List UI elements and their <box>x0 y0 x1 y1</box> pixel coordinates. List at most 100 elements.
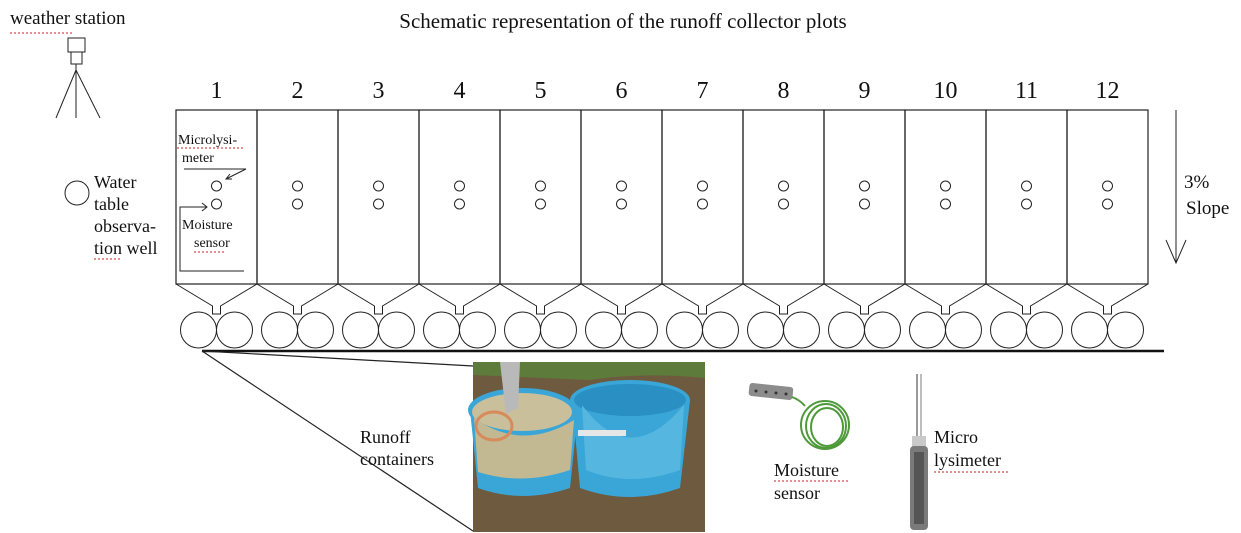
plot-12: 12 <box>1066 78 1149 349</box>
plot-number: 8 <box>778 78 790 104</box>
water-table-label-line-4: tion well <box>94 238 158 258</box>
microlysimeter-marker <box>859 180 870 192</box>
moisture-sensor-photo-label-line-1: Moisture <box>774 460 839 480</box>
plot-3: 3 <box>337 78 420 349</box>
collection-funnel <box>499 283 582 315</box>
runoff-container-2 <box>540 311 577 349</box>
diagram-title: Schematic representation of the runoff c… <box>399 9 846 33</box>
collection-funnel <box>823 283 906 315</box>
plot-10: 10 <box>904 78 987 349</box>
weather-station-label: weather station <box>10 8 126 29</box>
collection-funnel <box>904 283 987 315</box>
plot-9: 9 <box>823 78 906 349</box>
microlysimeter-marker <box>535 180 546 192</box>
plot-boundary <box>418 109 501 285</box>
plot-2: 2 <box>256 78 339 349</box>
microlysimeter-marker <box>616 180 627 192</box>
microlysimeter-marker <box>697 180 708 192</box>
collection-funnel <box>337 283 420 315</box>
plot-7: 7 <box>661 78 744 349</box>
runoff-container-1 <box>423 311 460 349</box>
plot-number: 6 <box>616 78 628 104</box>
plot-boundary <box>985 109 1068 285</box>
plot-boundary <box>1066 109 1149 285</box>
moisture-sensor-marker <box>616 198 627 210</box>
plot-number: 2 <box>292 78 304 104</box>
runoff-containers-label-line-2: containers <box>360 449 434 469</box>
collection-funnel <box>175 283 258 315</box>
runoff-container-1 <box>180 311 217 349</box>
runoff-container-2 <box>1107 311 1144 349</box>
moisture-sensor-marker <box>859 198 870 210</box>
weather-station: weather station <box>10 8 126 119</box>
microlysimeter-marker <box>1102 180 1113 192</box>
plot-boundary <box>337 109 420 285</box>
runoff-container-2 <box>702 311 739 349</box>
runoff-container-1 <box>342 311 379 349</box>
plot-boundary <box>661 109 744 285</box>
collection-funnel <box>742 283 825 315</box>
microlysimeter-marker <box>940 180 951 192</box>
microlysimeter-label-line-1: Microlysi- <box>178 133 237 148</box>
runoff-container-1 <box>747 311 784 349</box>
plot-number: 9 <box>859 78 871 104</box>
moisture-sensor-marker <box>454 198 465 210</box>
microlysimeter-marker <box>778 180 789 192</box>
moisture-sensor-marker <box>1021 198 1032 210</box>
collection-funnel <box>661 283 744 315</box>
plot-number: 4 <box>454 78 466 104</box>
moisture-sensor-marker <box>373 198 384 210</box>
plot-number: 5 <box>535 78 547 104</box>
runoff-container-1 <box>666 311 703 349</box>
zoom-line-lower <box>201 350 474 532</box>
weather-station-icon <box>55 37 101 119</box>
plot-8: 8 <box>742 78 825 349</box>
runoff-container-2 <box>864 311 901 349</box>
microlysimeter-marker <box>1021 180 1032 192</box>
runoff-container-1 <box>1071 311 1108 349</box>
plot-1: 1 <box>175 78 258 349</box>
plot-boundary <box>256 109 339 285</box>
plot-11: 11 <box>985 78 1068 349</box>
plot-number: 12 <box>1096 78 1120 104</box>
plot-boundary <box>742 109 825 285</box>
plot-boundary <box>823 109 906 285</box>
moisture-sensor-marker <box>292 198 303 210</box>
plot-1-annotations: Microlysi- meter Moisture sensor <box>177 133 247 272</box>
moisture-sensor-label-line-2: sensor <box>194 236 230 251</box>
collection-funnel <box>1066 283 1149 315</box>
moisture-sensor-marker <box>778 198 789 210</box>
plot-number: 1 <box>211 78 223 104</box>
water-table-observation-well: Water table observa- tion well <box>64 172 158 260</box>
moisture-sensor-marker <box>1102 198 1113 210</box>
runoff-container-1 <box>585 311 622 349</box>
runoff-container-2 <box>459 311 496 349</box>
moisture-sensor-label-line-1: Moisture <box>182 218 233 233</box>
plot-4: 4 <box>418 78 501 349</box>
runoff-container-1 <box>504 311 541 349</box>
micro-lysimeter-label-line-1: Micro <box>934 427 978 447</box>
water-table-label-line-2: table <box>94 194 129 214</box>
zoom-line-upper <box>201 350 474 367</box>
plot-number: 3 <box>373 78 385 104</box>
microlysimeter-marker <box>211 180 222 192</box>
plot-number: 10 <box>934 78 958 104</box>
collection-funnel <box>985 283 1068 315</box>
runoff-container-2 <box>1026 311 1063 349</box>
runoff-container-1 <box>828 311 865 349</box>
collection-funnel <box>418 283 501 315</box>
microlysimeter-marker <box>292 180 303 192</box>
moisture-sensor-marker <box>211 198 222 210</box>
microlysimeter-marker <box>454 180 465 192</box>
micro-lysimeter-label-line-2: lysimeter <box>934 450 1001 470</box>
plot-5: 5 <box>499 78 582 349</box>
plot-number: 7 <box>697 78 709 104</box>
plot-number: 11 <box>1015 78 1038 104</box>
runoff-container-1 <box>909 311 946 349</box>
runoff-containers-photo <box>468 362 705 532</box>
moisture-sensor-marker <box>535 198 546 210</box>
collection-funnel <box>256 283 339 315</box>
microlysimeter-label-line-2: meter <box>182 151 214 166</box>
